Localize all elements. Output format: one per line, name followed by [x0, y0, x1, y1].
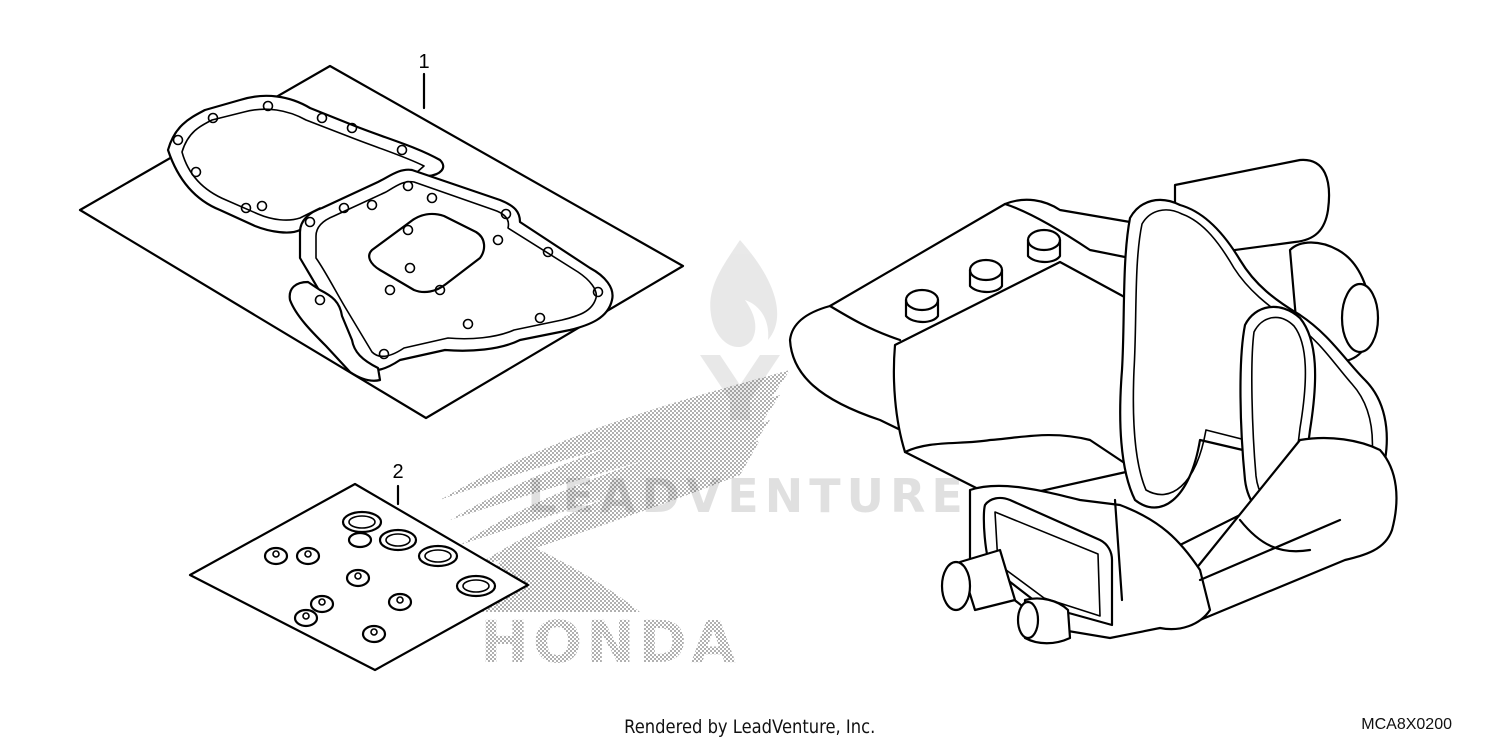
- callout-number-1: 1: [418, 51, 429, 73]
- watermark: HONDA LEADVENTURE: [440, 240, 969, 676]
- intake-gasket: [982, 496, 1114, 627]
- cylinder-bosses: [904, 228, 1062, 324]
- sealing-washers: [263, 546, 413, 644]
- gasket-kit-a: 1: [78, 51, 685, 420]
- honda-watermark-text: HONDA: [480, 608, 739, 676]
- leadventure-flame-icon: [700, 240, 780, 420]
- o-rings: [341, 510, 497, 598]
- footer-credit: Rendered by LeadVenture, Inc.: [624, 716, 876, 738]
- honda-wing-logo: [440, 370, 790, 612]
- callout-number-2: 2: [392, 461, 403, 483]
- engine-block: [788, 158, 1398, 645]
- gasket-kit-b: 2: [188, 461, 530, 672]
- diagram-code: MCA8X0200: [1361, 716, 1452, 733]
- strip-gasket: [288, 280, 382, 382]
- leadventure-watermark-text: LEADVENTURE: [527, 469, 969, 523]
- bolt-holes-a: [172, 100, 604, 360]
- plate-gasket: [368, 212, 486, 294]
